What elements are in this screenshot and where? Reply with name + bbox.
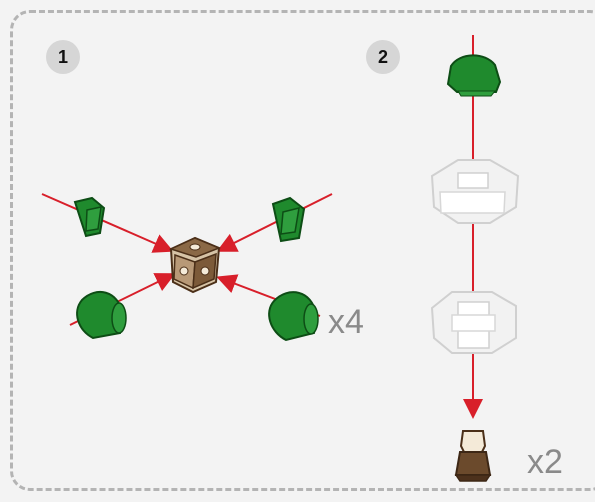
green-part-top-right-icon: [271, 196, 306, 243]
brown-cone-icon: [454, 430, 492, 482]
green-part-bottom-left-icon: [76, 291, 127, 340]
brown-hub-icon: [168, 236, 222, 294]
green-part-top-icon: [446, 54, 502, 97]
step2-multiplier: x2: [527, 443, 563, 481]
ghost-assembly-lower-icon: [430, 291, 517, 354]
green-part-bottom-right-icon: [268, 291, 319, 342]
step-number-2: 2: [366, 40, 400, 74]
step-number-1: 1: [46, 40, 80, 74]
green-part-top-left-icon: [73, 196, 106, 238]
ghost-assembly-upper-icon: [430, 159, 520, 224]
step1-multiplier: x4: [328, 303, 364, 341]
